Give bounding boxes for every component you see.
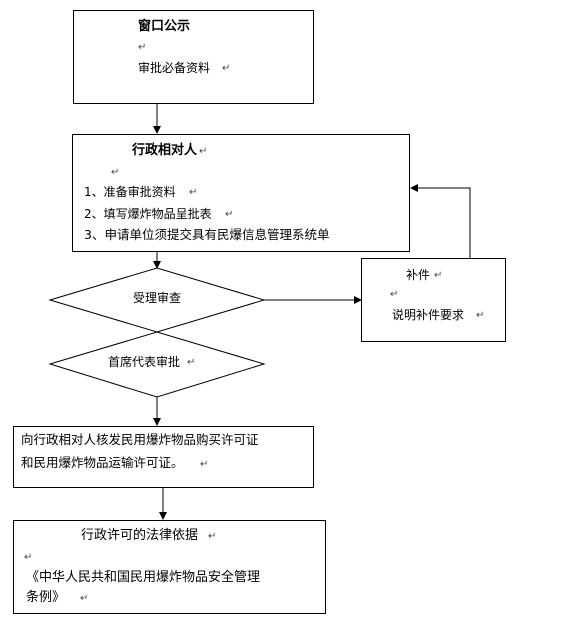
para-mark: ↵	[476, 310, 485, 321]
supplement-title: 补件	[406, 268, 431, 282]
para-mark: ↵	[24, 552, 33, 563]
para-mark: ↵	[189, 187, 198, 198]
para-mark: ↵	[225, 209, 234, 220]
para-mark: ↵	[222, 63, 231, 74]
applicant-item-3: 3、申请单位须提交具有民爆信息管理系统单	[84, 227, 330, 242]
para-mark: ↵	[138, 42, 147, 53]
para-mark: ↵	[200, 459, 209, 470]
applicant-box: 行政相对人 ↵ ↵ 1、准备审批资料 ↵ 2、填写爆炸物品呈批表 ↵ 3、申请单…	[72, 134, 410, 252]
window-notice-box: 窗口公示 ↵ 审批必备资料 ↵	[73, 10, 314, 104]
legal-basis-title: 行政许可的法律依据	[81, 528, 199, 543]
issue-permit-box: 向行政相对人核发民用爆炸物品购买许可证 和民用爆炸物品运输许可证。 ↵	[13, 426, 314, 488]
arrow-supplement-to-applicant	[410, 184, 471, 258]
para-mark: ↵	[434, 270, 443, 281]
applicant-item-1: 1、准备审批资料	[84, 185, 176, 199]
approve-diamond	[48, 331, 266, 398]
supplement-line1: 说明补件要求	[392, 308, 465, 322]
legal-basis-line1: 《中华人民共和国民用爆炸物品安全管理	[26, 570, 261, 585]
window-notice-line1: 审批必备资料	[138, 61, 211, 75]
applicant-title: 行政相对人	[132, 143, 198, 158]
window-notice-title: 窗口公示	[138, 19, 191, 34]
para-mark: ↵	[208, 531, 217, 542]
para-mark: ↵	[199, 146, 208, 157]
para-mark: ↵	[187, 357, 196, 368]
supplement-box: 补件 ↵ ↵ 说明补件要求 ↵	[361, 258, 506, 342]
para-mark: ↵	[390, 289, 399, 300]
issue-permit-line2: 和民用爆炸物品运输许可证。	[21, 455, 184, 470]
accept-diamond	[48, 267, 266, 333]
legal-basis-box: 行政许可的法律依据 ↵ ↵ 《中华人民共和国民用爆炸物品安全管理 条例》 ↵	[13, 520, 326, 614]
accept-review-label: 受理审查	[133, 291, 182, 305]
applicant-item-2: 2、填写爆炸物品呈批表	[84, 207, 212, 221]
approve-label: 首席代表审批	[108, 355, 181, 369]
issue-permit-line1: 向行政相对人核发民用爆炸物品购买许可证	[21, 432, 259, 447]
para-mark: ↵	[80, 593, 89, 604]
legal-basis-line2: 条例》	[26, 590, 66, 605]
para-mark: ↵	[111, 167, 120, 178]
